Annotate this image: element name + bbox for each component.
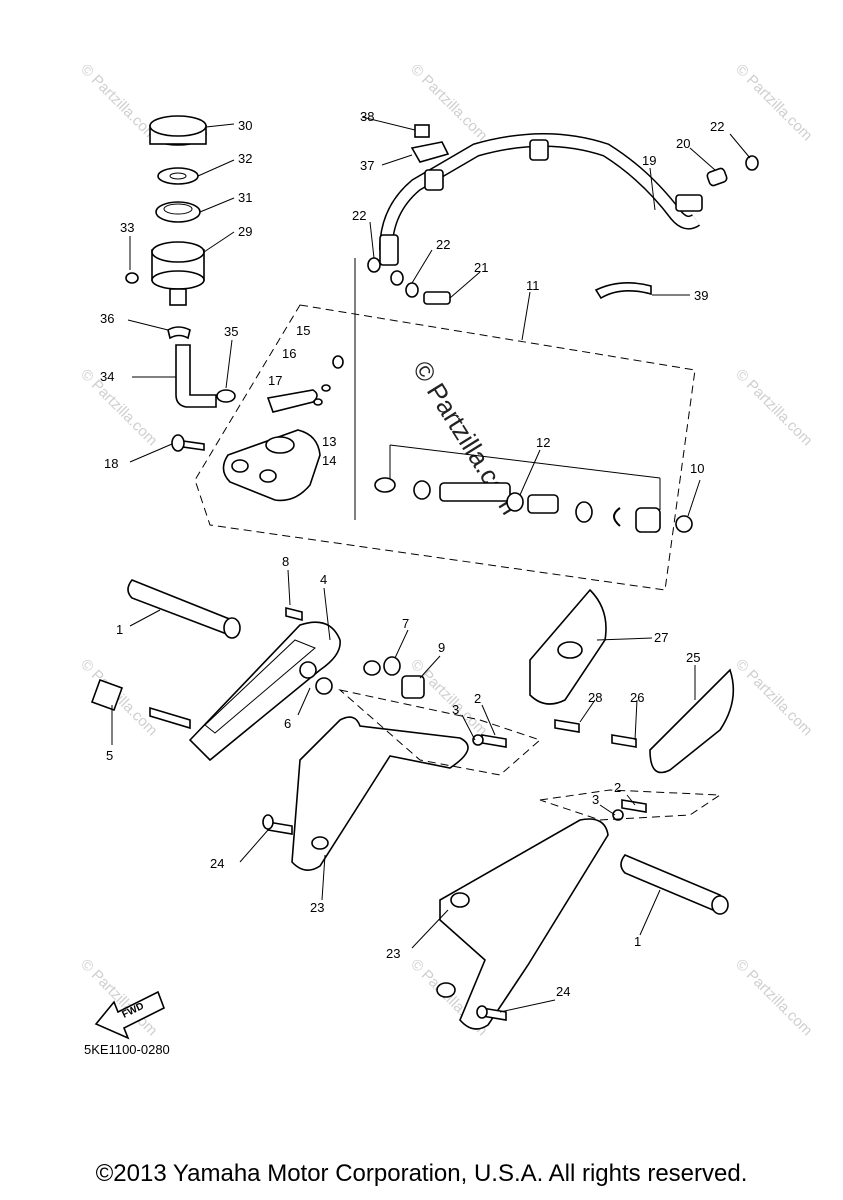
- callout-26: 26: [630, 690, 644, 705]
- callout-21: 21: [474, 260, 488, 275]
- callout-33: 33: [120, 220, 134, 235]
- callout-9: 9: [438, 640, 445, 655]
- callout-1: 1: [634, 934, 641, 949]
- callout-2: 2: [614, 780, 621, 795]
- callout-14: 14: [322, 453, 336, 468]
- callout-37: 37: [360, 158, 374, 173]
- watermark: © Partzilla.com: [732, 956, 815, 1039]
- leader-lines: [111, 116, 751, 1013]
- copyright-notice: ©2013 Yamaha Motor Corporation, U.S.A. A…: [95, 1160, 748, 1187]
- callout-10: 10: [690, 461, 704, 476]
- watermark: © Partzilla.com: [732, 366, 815, 449]
- callout-24: 24: [556, 984, 570, 999]
- section-outline: [539, 789, 722, 821]
- brake-hose: [367, 124, 759, 305]
- callout-25: 25: [686, 650, 700, 665]
- callout-35: 35: [224, 324, 238, 339]
- callout-22: 22: [710, 119, 724, 134]
- callout-1: 1: [116, 622, 123, 637]
- callout-8: 8: [282, 554, 289, 569]
- callout-12: 12: [536, 435, 550, 450]
- callouts: 30 32 31 33 29 36 35 34 18 15 16 17 13 1…: [100, 109, 724, 999]
- callout-7: 7: [402, 616, 409, 631]
- callout-22: 22: [352, 208, 366, 223]
- callout-6: 6: [284, 716, 291, 731]
- left-footrest-assembly: [90, 579, 469, 871]
- callout-38: 38: [360, 109, 374, 124]
- piston-kit: [374, 444, 693, 533]
- callout-3: 3: [452, 702, 459, 717]
- kit-outline: [194, 304, 696, 591]
- callout-39: 39: [694, 288, 708, 303]
- callout-5: 5: [106, 748, 113, 763]
- callout-16: 16: [282, 346, 296, 361]
- callout-19: 19: [642, 153, 656, 168]
- master-cylinder: [171, 355, 344, 502]
- callout-28: 28: [588, 690, 602, 705]
- callout-31: 31: [238, 190, 252, 205]
- callout-23: 23: [386, 946, 400, 961]
- callout-32: 32: [238, 151, 252, 166]
- callout-2: 2: [474, 691, 481, 706]
- right-footrest-assembly: [436, 588, 735, 1030]
- callout-30: 30: [238, 118, 252, 133]
- callout-18: 18: [104, 456, 118, 471]
- callout-20: 20: [676, 136, 690, 151]
- callout-29: 29: [238, 224, 252, 239]
- callout-24: 24: [210, 856, 224, 871]
- callout-22: 22: [436, 237, 450, 252]
- watermark: © Partzilla.com: [732, 61, 815, 144]
- section-outline: [338, 689, 541, 776]
- watermark: © Partzilla.com: [732, 656, 815, 739]
- callout-23: 23: [310, 900, 324, 915]
- watermark: © Partzilla.com: [77, 61, 160, 144]
- callout-34: 34: [100, 369, 114, 384]
- callout-3: 3: [592, 792, 599, 807]
- callout-11: 11: [526, 278, 540, 293]
- callout-15: 15: [296, 323, 310, 338]
- drawing-code: 5KE1100-0280: [84, 1042, 170, 1057]
- callout-4: 4: [320, 572, 327, 587]
- callout-27: 27: [654, 630, 668, 645]
- reservoir-assembly: [125, 115, 236, 408]
- callout-13: 13: [322, 434, 336, 449]
- callout-17: 17: [268, 373, 282, 388]
- watermark: © Partzilla.com: [77, 366, 160, 449]
- callout-36: 36: [100, 311, 114, 326]
